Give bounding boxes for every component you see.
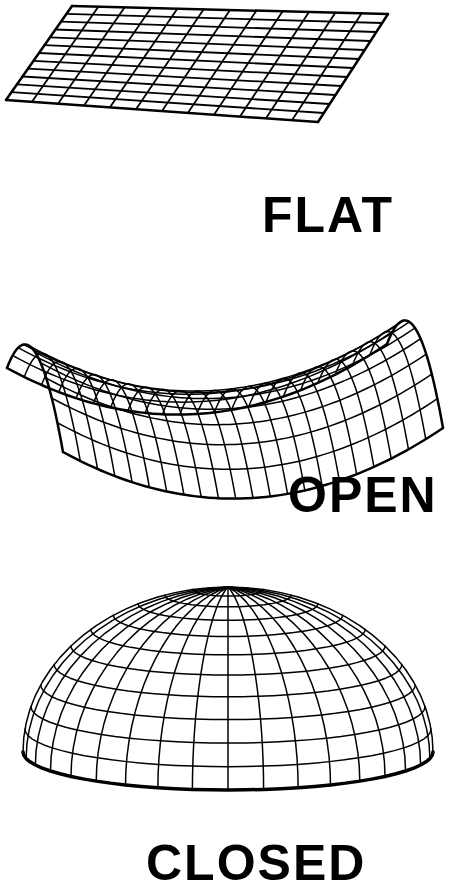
grid-line (39, 53, 353, 68)
grid-line (227, 587, 229, 790)
grid-line (228, 587, 385, 776)
grid-line (318, 14, 388, 122)
grid-line (318, 359, 374, 467)
grid-line (228, 587, 360, 781)
grid-line (214, 389, 270, 497)
grid-line (6, 100, 318, 122)
grid-line (228, 587, 298, 788)
flat-grid (6, 6, 388, 122)
grid-line (7, 344, 63, 452)
grid-line (71, 587, 228, 776)
grid-line (35, 328, 415, 399)
grid-line (228, 587, 430, 759)
grid-line (180, 391, 236, 499)
surface-label: FLAT (262, 190, 394, 240)
grid-line (23, 77, 336, 96)
grid-line (128, 387, 184, 495)
grid-line (192, 587, 228, 789)
grid-line (96, 587, 228, 781)
grid-line (17, 84, 330, 104)
grid-line (228, 587, 406, 771)
grid-line (28, 69, 341, 86)
grid-line (35, 587, 228, 765)
grid-line (50, 587, 228, 771)
grid-line (301, 367, 357, 475)
grid-line (126, 587, 229, 785)
grid-line (283, 373, 339, 481)
grid-line (162, 391, 218, 499)
grid-line (228, 587, 421, 765)
grid-line (228, 587, 433, 752)
grid-line (42, 361, 98, 469)
grid-line (26, 587, 228, 759)
grid-line (387, 320, 443, 428)
grid-line (24, 320, 404, 391)
dome-grid (23, 587, 433, 790)
grid-line (335, 351, 391, 459)
grid-line (34, 61, 348, 77)
grid-line (18, 324, 398, 395)
grid-line (232, 386, 288, 494)
surface-label: OPEN (288, 470, 438, 520)
grid-line (29, 322, 409, 393)
grid-line (370, 332, 426, 440)
surface-label: CLOSED (146, 838, 366, 888)
grid-line (292, 13, 362, 120)
grid-line (145, 389, 201, 497)
grid-line (197, 390, 253, 498)
grid-line (352, 342, 408, 450)
grid-line (23, 587, 228, 752)
grid-line (228, 587, 331, 785)
